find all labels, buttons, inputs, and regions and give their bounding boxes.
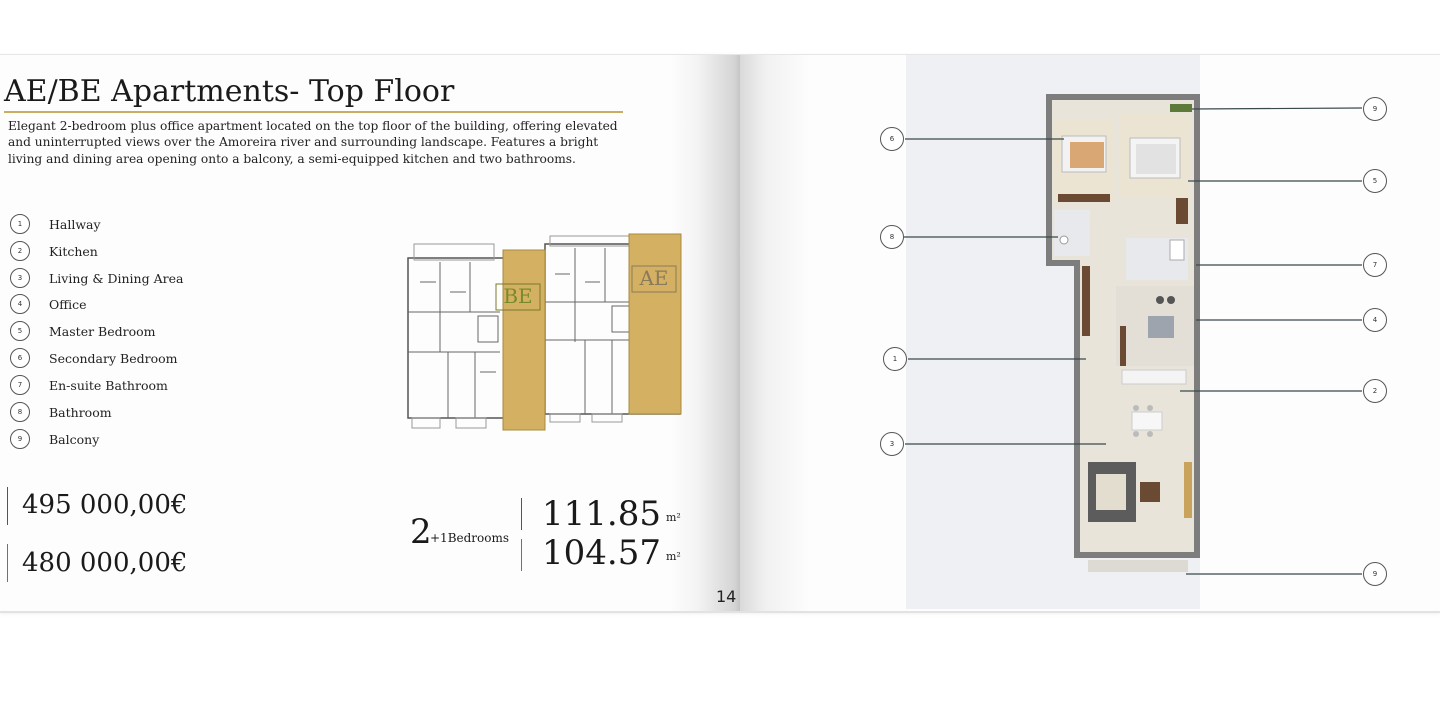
- callout-bathroom: 8: [880, 225, 904, 249]
- area-unit: m²: [666, 550, 681, 563]
- legend-item: 9 Balcony: [10, 428, 99, 450]
- legend-number: 6: [10, 348, 30, 368]
- legend-item: 1 Hallway: [10, 213, 101, 235]
- apartment-floor-plan: [1046, 94, 1200, 572]
- legend-label: Hallway: [49, 216, 101, 232]
- legend-label: Living & Dining Area: [49, 270, 184, 286]
- price-divider: [7, 544, 8, 582]
- callout-ensuite-bathroom: 7: [1363, 253, 1387, 277]
- callout-balcony-top: 9: [1363, 97, 1387, 121]
- area-divider: [521, 539, 522, 571]
- legend-item: 5 Master Bedroom: [10, 320, 156, 342]
- legend-number: 7: [10, 375, 30, 395]
- building-label-ae: AE: [638, 266, 668, 290]
- legend-number: 8: [10, 402, 30, 422]
- legend-item: 4 Office: [10, 293, 87, 315]
- legend-number: 2: [10, 241, 30, 261]
- callout-balcony-bottom: 9: [1363, 562, 1387, 586]
- area-net: 104.57: [542, 533, 661, 573]
- page-title: AE/BE Apartments- Top Floor: [4, 74, 455, 109]
- area-divider: [521, 498, 522, 530]
- price-primary: 495 000,00€: [22, 490, 188, 520]
- legend-label: Master Bedroom: [49, 323, 156, 339]
- page-spine-shadow-left: [670, 55, 740, 611]
- legend-item: 3 Living & Dining Area: [10, 267, 183, 289]
- callout-living-dining: 3: [880, 432, 904, 456]
- area-unit: m²: [666, 511, 681, 524]
- building-key-plan: BE AE: [407, 233, 682, 431]
- legend-number: 1: [10, 214, 30, 234]
- legend-label: Secondary Bedroom: [49, 350, 178, 366]
- legend-item: 6 Secondary Bedroom: [10, 347, 177, 369]
- price-divider: [7, 487, 8, 525]
- callout-office: 4: [1363, 308, 1387, 332]
- legend-number: 9: [10, 429, 30, 449]
- building-label-be: BE: [503, 284, 532, 308]
- callout-master-bedroom: 5: [1363, 169, 1387, 193]
- legend-item: 7 En-suite Bathroom: [10, 374, 168, 396]
- area-gross: 111.85: [542, 494, 661, 534]
- legend-item: 8 Bathroom: [10, 401, 112, 423]
- bedroom-count: 2: [410, 512, 432, 552]
- legend-label: Bathroom: [49, 404, 112, 420]
- legend-item: 2 Kitchen: [10, 240, 98, 262]
- legend-label: Kitchen: [49, 243, 98, 259]
- legend-label: Balcony: [49, 431, 100, 447]
- page-number: 14: [716, 587, 737, 606]
- legend-number: 5: [10, 321, 30, 341]
- bedroom-suffix: +1Bedrooms: [430, 531, 510, 545]
- callout-secondary-bedroom: 6: [880, 127, 904, 151]
- callout-kitchen: 2: [1363, 379, 1387, 403]
- legend-number: 4: [10, 294, 30, 314]
- title-underline: [4, 111, 623, 113]
- legend-label: Office: [49, 296, 87, 312]
- legend-number: 3: [10, 268, 30, 288]
- legend-label: En-suite Bathroom: [49, 377, 168, 393]
- apartment-description: Elegant 2-bedroom plus office apartment …: [8, 119, 618, 166]
- callout-hallway: 1: [883, 347, 907, 371]
- page-spine-shadow-right: [740, 55, 810, 611]
- price-secondary: 480 000,00€: [22, 548, 188, 578]
